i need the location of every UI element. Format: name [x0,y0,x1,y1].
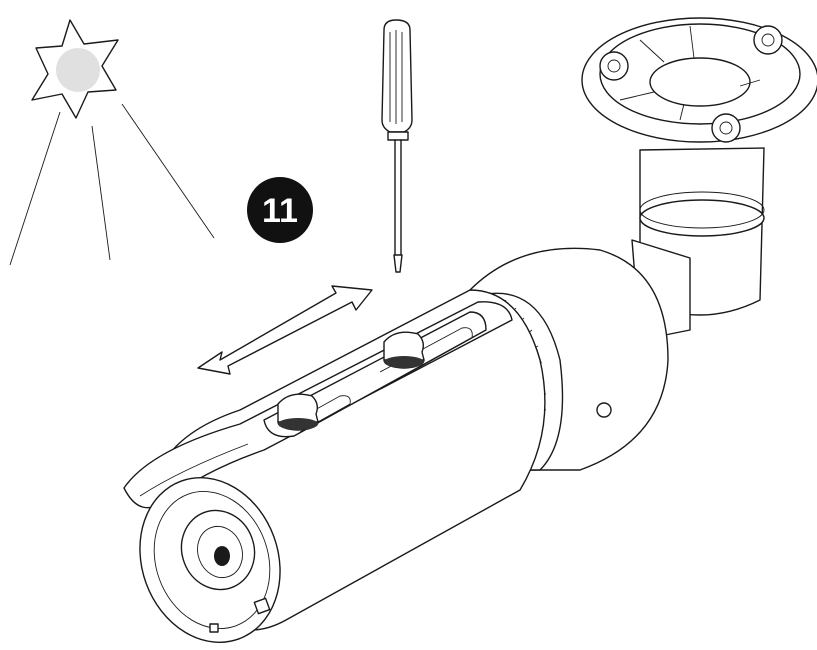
step-badge: 11 [247,177,313,243]
step-number: 11 [262,192,298,230]
sun-icon [9,19,215,266]
thumb-screw-rear [383,331,425,369]
thumb-screw-front [277,393,319,431]
screwdriver-icon [381,19,413,273]
camera-illustration [123,247,669,643]
double-arrow-icon [197,285,373,375]
